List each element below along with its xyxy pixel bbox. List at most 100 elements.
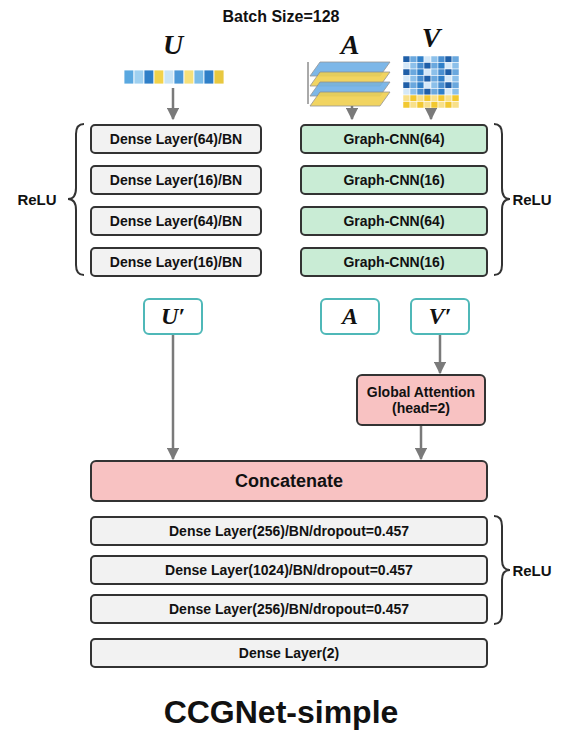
dense-layer-box: Dense Layer(64)/BN	[90, 206, 262, 236]
matrix-cell	[410, 89, 417, 96]
dense-layer-box: Dense Layer(16)/BN	[90, 247, 262, 277]
matrix-cell	[417, 69, 424, 76]
matrix-cell	[445, 63, 452, 70]
vector-cell	[134, 70, 144, 84]
input-symbol: V	[422, 22, 441, 54]
vector-cell	[194, 70, 204, 84]
vector-cell	[124, 70, 134, 84]
matrix-cell	[410, 102, 417, 109]
matrix-cell	[452, 89, 459, 96]
dense-layer-box: Dense Layer(1024)/BN/dropout=0.457	[90, 555, 488, 585]
vector-cell	[154, 70, 164, 84]
dense-layer-box: Dense Layer(2)	[90, 638, 488, 668]
matrix-cell	[410, 63, 417, 70]
input-arrows	[173, 88, 431, 119]
u-vector-illustration	[124, 70, 224, 84]
matrix-cell	[403, 95, 410, 102]
matrix-cell	[438, 56, 445, 63]
matrix-cell	[410, 69, 417, 76]
activation-label: ReLU	[512, 562, 551, 579]
vector-cell	[204, 70, 214, 84]
node-text: Graph-CNN(64)	[343, 131, 444, 147]
activation-label: ReLU	[512, 191, 551, 208]
vector-cell	[184, 70, 194, 84]
matrix-cell	[445, 69, 452, 76]
matrix-cell	[403, 63, 410, 70]
matrix-cell	[424, 69, 431, 76]
matrix-cell	[431, 95, 438, 102]
node-text: V′	[429, 303, 452, 330]
matrix-cell	[452, 56, 459, 63]
node-text: Dense Layer(64)/BN	[110, 213, 242, 229]
dense-layer-box: Dense Layer(64)/BN	[90, 124, 262, 154]
matrix-cell	[452, 63, 459, 70]
activation-label: ReLU	[17, 191, 56, 208]
matrix-cell	[438, 63, 445, 70]
graph-cnn-box: Graph-CNN(16)	[300, 247, 488, 277]
matrix-cell	[417, 56, 424, 63]
matrix-cell	[410, 76, 417, 83]
matrix-cell	[417, 76, 424, 83]
relu-brackets	[68, 124, 510, 624]
matrix-cell	[424, 82, 431, 89]
matrix-cell	[452, 82, 459, 89]
matrix-cell	[438, 82, 445, 89]
node-text: Dense Layer(1024)/BN/dropout=0.457	[165, 562, 413, 578]
matrix-cell	[431, 82, 438, 89]
matrix-cell	[452, 102, 459, 109]
matrix-cell	[452, 76, 459, 83]
node-text: A	[342, 303, 358, 330]
title: Batch Size=128	[223, 8, 340, 26]
node-text: Global Attention (head=2)	[364, 384, 478, 416]
node-text: Concatenate	[235, 471, 343, 492]
v-matrix-illustration	[403, 56, 459, 108]
matrix-cell	[431, 69, 438, 76]
vector-cell	[164, 70, 174, 84]
connector-arrow	[420, 426, 423, 459]
matrix-cell	[438, 102, 445, 109]
matrix-cell	[403, 76, 410, 83]
node-text: Graph-CNN(64)	[343, 213, 444, 229]
vector-cell	[144, 70, 154, 84]
input-symbol: U	[163, 29, 183, 61]
caption: CCGNet-simple	[164, 694, 399, 731]
node-text: Dense Layer(16)/BN	[110, 172, 242, 188]
matrix-cell	[438, 76, 445, 83]
axis-line	[308, 62, 309, 104]
connector-arrow	[439, 335, 442, 373]
adjacency-layer	[310, 92, 390, 106]
matrix-cell	[445, 82, 452, 89]
dense-layer-box: Dense Layer(16)/BN	[90, 165, 262, 195]
node-text: Dense Layer(256)/BN/dropout=0.457	[169, 523, 409, 539]
matrix-cell	[403, 89, 410, 96]
graph-cnn-box: Graph-CNN(64)	[300, 206, 488, 236]
output-tensor-box: U′	[143, 298, 203, 335]
matrix-cell	[403, 56, 410, 63]
matrix-cell	[417, 82, 424, 89]
matrix-cell	[424, 89, 431, 96]
matrix-cell	[424, 76, 431, 83]
matrix-cell	[417, 95, 424, 102]
matrix-cell	[424, 56, 431, 63]
matrix-cell	[410, 95, 417, 102]
matrix-cell	[431, 102, 438, 109]
matrix-cell	[403, 69, 410, 76]
vector-cell	[174, 70, 184, 84]
matrix-cell	[445, 76, 452, 83]
matrix-cell	[431, 76, 438, 83]
graph-cnn-box: Graph-CNN(16)	[300, 165, 488, 195]
matrix-cell	[431, 89, 438, 96]
graph-cnn-box: Graph-CNN(64)	[300, 124, 488, 154]
attention-box: Global Attention (head=2)	[356, 374, 486, 426]
matrix-cell	[403, 82, 410, 89]
output-tensor-box: A	[320, 298, 380, 335]
input-symbol: A	[341, 29, 360, 61]
matrix-cell	[438, 69, 445, 76]
matrix-cell	[445, 95, 452, 102]
matrix-cell	[431, 56, 438, 63]
matrix-cell	[438, 95, 445, 102]
matrix-cell	[445, 56, 452, 63]
matrix-cell	[417, 63, 424, 70]
matrix-cell	[410, 82, 417, 89]
